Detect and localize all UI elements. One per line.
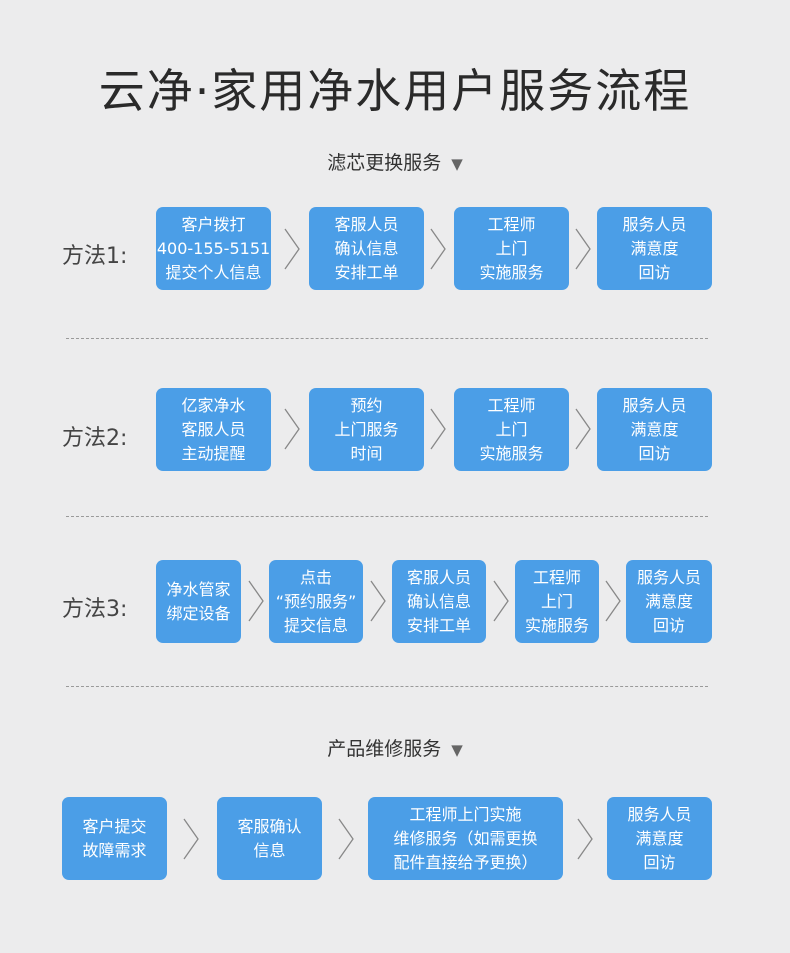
triangle-down-icon: ▼	[451, 741, 463, 759]
chevron-right-icon	[574, 817, 596, 861]
method-3-label: 方法3:	[62, 597, 128, 622]
section-heading-filter-text: 滤芯更换服务	[327, 152, 442, 174]
method-2-step-2: 预约 上门服务 时间	[309, 388, 424, 471]
chevron-right-icon	[572, 407, 594, 451]
method-1-step-2: 客服人员 确认信息 安排工单	[309, 207, 424, 290]
chevron-right-icon	[427, 407, 449, 451]
chevron-right-icon	[281, 227, 303, 271]
repair-step-3: 工程师上门实施 维修服务（如需更换 配件直接给予更换）	[368, 797, 563, 880]
method-3-step-2: 点击 “预约服务” 提交信息	[269, 560, 363, 643]
divider	[66, 338, 708, 339]
method-1-step-1: 客户拨打 400-155-5151 提交个人信息	[156, 207, 271, 290]
section-heading-repair: 产品维修服务 ▼	[0, 734, 790, 761]
method-1-step-3: 工程师 上门 实施服务	[454, 207, 569, 290]
method-3-step-5: 服务人员 满意度 回访	[626, 560, 712, 643]
chevron-right-icon	[572, 227, 594, 271]
chevron-right-icon	[245, 579, 267, 623]
method-2-step-4: 服务人员 满意度 回访	[597, 388, 712, 471]
chevron-right-icon	[180, 817, 202, 861]
method-1-label: 方法1:	[62, 244, 128, 269]
section-heading-repair-text: 产品维修服务	[327, 738, 442, 760]
method-3-step-4: 工程师 上门 实施服务	[515, 560, 599, 643]
section-heading-filter: 滤芯更换服务 ▼	[0, 148, 790, 175]
chevron-right-icon	[427, 227, 449, 271]
method-2-label: 方法2:	[62, 426, 128, 451]
method-2-step-1: 亿家净水 客服人员 主动提醒	[156, 388, 271, 471]
method-3-step-1: 净水管家 绑定设备	[156, 560, 241, 643]
page-title: 云净·家用净水用户服务流程	[98, 64, 692, 118]
chevron-right-icon	[602, 579, 624, 623]
chevron-right-icon	[490, 579, 512, 623]
chevron-right-icon	[335, 817, 357, 861]
method-1-step-4: 服务人员 满意度 回访	[597, 207, 712, 290]
chevron-right-icon	[281, 407, 303, 451]
chevron-right-icon	[367, 579, 389, 623]
repair-step-4: 服务人员 满意度 回访	[607, 797, 712, 880]
method-3-step-3: 客服人员 确认信息 安排工单	[392, 560, 486, 643]
method-2-step-3: 工程师 上门 实施服务	[454, 388, 569, 471]
repair-step-2: 客服确认 信息	[217, 797, 322, 880]
divider	[66, 516, 708, 517]
repair-step-1: 客户提交 故障需求	[62, 797, 167, 880]
divider	[66, 686, 708, 687]
triangle-down-icon: ▼	[451, 155, 463, 173]
